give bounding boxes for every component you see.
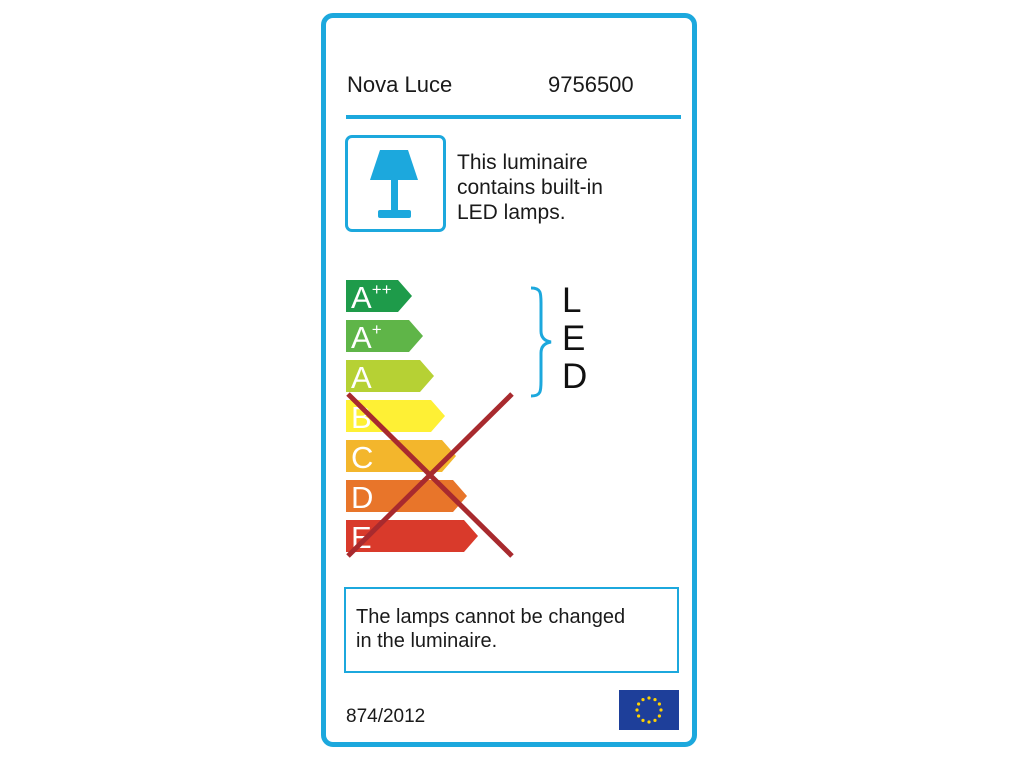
lamp-statement-line: contains built-in xyxy=(457,176,603,199)
brand-name: Nova Luce xyxy=(347,72,453,97)
lamp-icon-box xyxy=(345,135,446,232)
svg-text:A: A xyxy=(351,360,372,395)
led-letter-e: E xyxy=(562,319,586,358)
note-text: The lamps cannot be changed in the lumin… xyxy=(356,605,625,653)
eu-star xyxy=(647,720,651,724)
eu-star xyxy=(647,696,651,700)
energy-class-b: B xyxy=(346,400,445,435)
energy-class-a-plus: A+ xyxy=(346,320,423,355)
eu-star xyxy=(641,718,645,722)
model-number: 9756500 xyxy=(548,72,634,97)
led-letter-d: D xyxy=(562,357,588,396)
energy-class-c: C xyxy=(346,440,456,475)
eu-star xyxy=(635,708,639,712)
note-line: The lamps cannot be changed xyxy=(356,606,626,628)
note-line: in the luminaire. xyxy=(356,630,498,652)
lamp-statement-line: LED lamps. xyxy=(457,201,566,224)
svg-text:D: D xyxy=(351,480,373,515)
svg-text:C: C xyxy=(351,440,373,475)
lamp-statement: This luminaire contains built-in LED lam… xyxy=(457,150,603,225)
lamp-statement-line: This luminaire xyxy=(457,151,588,174)
cross-line-up xyxy=(346,392,514,558)
table-lamp-icon xyxy=(370,150,418,218)
note-box xyxy=(344,587,679,673)
eu-star xyxy=(657,714,661,718)
eu-flag-icon xyxy=(619,690,679,730)
eu-star xyxy=(659,708,663,712)
header-divider xyxy=(346,115,681,119)
energy-class-a-plus-plus: A++ xyxy=(346,280,412,315)
energy-class-a: A xyxy=(346,360,434,395)
led-bracket xyxy=(530,286,552,398)
eu-star xyxy=(653,718,657,722)
eu-star xyxy=(653,698,657,702)
regulation-number: 874/2012 xyxy=(346,706,426,727)
led-letter-l: L xyxy=(562,281,582,320)
eu-star xyxy=(637,702,641,706)
svg-text:B: B xyxy=(351,400,372,435)
eu-star xyxy=(657,702,661,706)
eu-star xyxy=(637,714,641,718)
eu-star xyxy=(641,698,645,702)
